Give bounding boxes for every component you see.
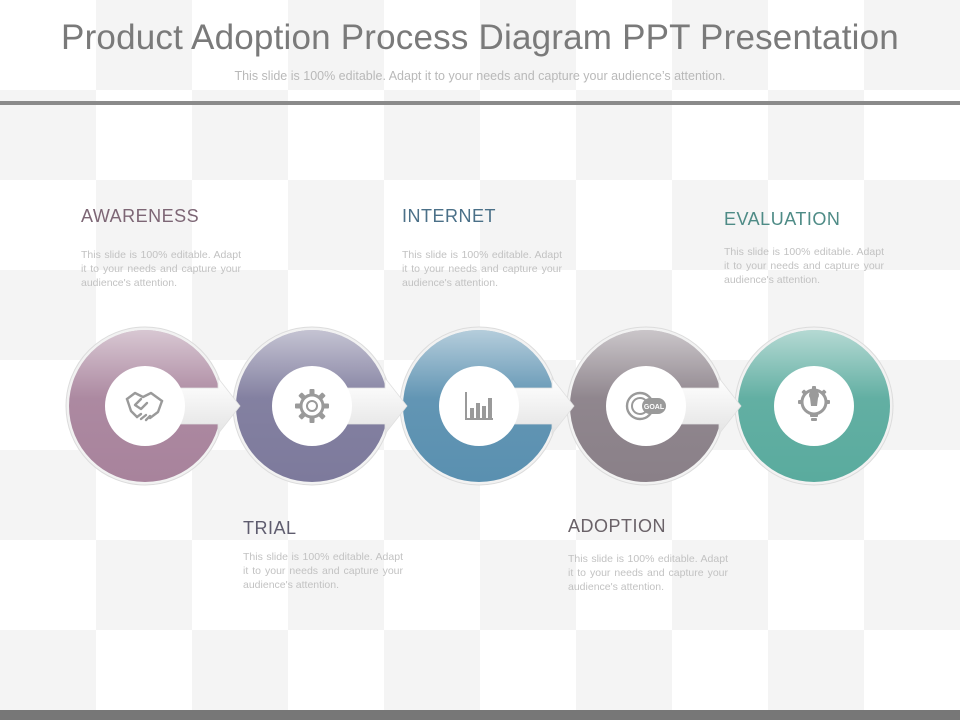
step-description-adoption: This slide is 100% editable. Adapt it to… — [568, 553, 728, 593]
slide-subtitle: This slide is 100% editable. Adapt it to… — [234, 69, 726, 83]
goal-text: GOAL — [644, 404, 665, 411]
step-label-internet: INTERNET — [402, 206, 496, 226]
lightbulb-gear-icon — [798, 386, 830, 421]
step-description-awareness: This slide is 100% editable. Adapt it to… — [81, 249, 241, 289]
goal-target-icon: GOAL — [625, 391, 666, 421]
bar-chart-icon — [465, 392, 493, 420]
step-label-adoption: ADOPTION — [568, 516, 667, 536]
gear-icon — [295, 389, 329, 423]
footer-bar — [0, 710, 960, 720]
step-label-evaluation: EVALUATION — [724, 209, 841, 229]
slide-title: Product Adoption Process Diagram PPT Pre… — [61, 18, 899, 57]
inner-disc-trial — [272, 366, 352, 446]
handshake-icon — [125, 391, 164, 422]
step-label-trial: TRIAL — [243, 518, 297, 538]
step-label-awareness: AWARENESS — [81, 206, 200, 226]
step-description-internet: This slide is 100% editable. Adapt it to… — [402, 249, 562, 289]
title-divider — [0, 101, 960, 105]
step-description-trial: This slide is 100% editable. Adapt it to… — [243, 551, 403, 591]
step-description-evaluation: This slide is 100% editable. Adapt it to… — [724, 246, 884, 286]
